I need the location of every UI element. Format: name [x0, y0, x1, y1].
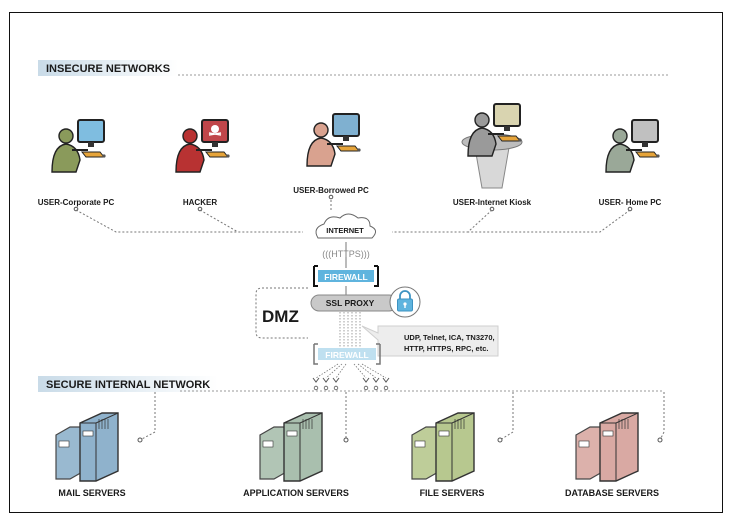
server-label: DATABASE SERVERS — [565, 488, 659, 498]
firewall-bottom: FIREWALL — [313, 343, 381, 365]
user-1: USER-Corporate PC — [38, 119, 115, 212]
server-group-2: APPLICATION SERVERS — [243, 392, 349, 498]
lock-icon — [397, 290, 413, 312]
user-connections — [75, 200, 631, 233]
keyboard-icon — [496, 135, 522, 142]
insecure-networks-title: INSECURE NETWORKS — [46, 63, 170, 75]
proxy-links — [339, 312, 361, 350]
server-icon — [411, 412, 475, 482]
dmz-zone: DMZ — [255, 287, 308, 339]
person-icon — [51, 128, 88, 173]
ssl-proxy-label: SSL PROXY — [326, 298, 375, 308]
monitor-icon — [631, 119, 659, 143]
server-group-4: DATABASE SERVERS — [565, 392, 665, 498]
dmz-label: DMZ — [262, 307, 299, 326]
user-2: HACKER — [175, 119, 230, 212]
firewall-top: FIREWALL — [313, 265, 379, 287]
server-icon — [575, 412, 639, 482]
server-label: APPLICATION SERVERS — [243, 488, 349, 498]
secure-network-title: SECURE INTERNAL NETWORK — [46, 379, 210, 391]
person-icon — [175, 128, 212, 173]
person-icon — [605, 128, 642, 173]
monitor-icon — [493, 103, 521, 127]
server-label: MAIL SERVERS — [58, 488, 125, 498]
server-group-1: MAIL SERVERS — [55, 392, 156, 498]
keyboard-icon — [80, 151, 106, 158]
ssl-proxy: SSL PROXY — [310, 286, 421, 318]
skull-icon — [208, 125, 222, 136]
internet-cloud: INTERNET — [315, 213, 376, 239]
monitor-icon — [77, 119, 105, 143]
protocols-line-2: HTTP, HTTPS, RPC, etc. — [404, 344, 488, 353]
keyboard-icon — [204, 151, 230, 158]
user-4: USER-Internet Kiosk — [453, 103, 532, 212]
user-label: USER-Corporate PC — [38, 198, 115, 207]
person-icon — [306, 122, 343, 167]
keyboard-icon — [634, 151, 660, 158]
server-label: FILE SERVERS — [420, 488, 485, 498]
protocols-line-1: UDP, Telnet, ICA, TN3270, — [404, 333, 495, 342]
firewall-top-label: FIREWALL — [324, 272, 367, 282]
user-label: USER-Internet Kiosk — [453, 198, 532, 207]
protocols-callout: UDP, Telnet, ICA, TN3270, HTTP, HTTPS, R… — [361, 325, 499, 357]
keyboard-icon — [335, 145, 361, 152]
secure-network-banner: SECURE INTERNAL NETWORK — [38, 376, 664, 392]
user-label: USER-Borrowed PC — [293, 186, 369, 195]
firewall-bottom-label: FIREWALL — [325, 350, 368, 360]
server-icon — [259, 412, 323, 482]
server-group-3: FILE SERVERS — [411, 392, 514, 498]
person-icon — [467, 112, 504, 157]
user-label: HACKER — [183, 198, 217, 207]
secure-connectors — [312, 363, 390, 391]
user-3: USER-Borrowed PC — [293, 113, 369, 200]
insecure-networks-banner: INSECURE NETWORKS — [38, 60, 668, 76]
https-label: (((HTTPS))) — [322, 249, 369, 259]
monitor-icon — [332, 113, 360, 137]
user-label: USER- Home PC — [599, 198, 662, 207]
user-5: USER- Home PC — [599, 119, 662, 212]
servers-layer: MAIL SERVERS APPLICATION SERVERS FILE SERV… — [55, 392, 665, 498]
users-layer: USER-Corporate PC HACKER USER-Borrowed PC U… — [38, 103, 662, 212]
server-icon — [55, 412, 119, 482]
internet-label: INTERNET — [326, 226, 364, 235]
